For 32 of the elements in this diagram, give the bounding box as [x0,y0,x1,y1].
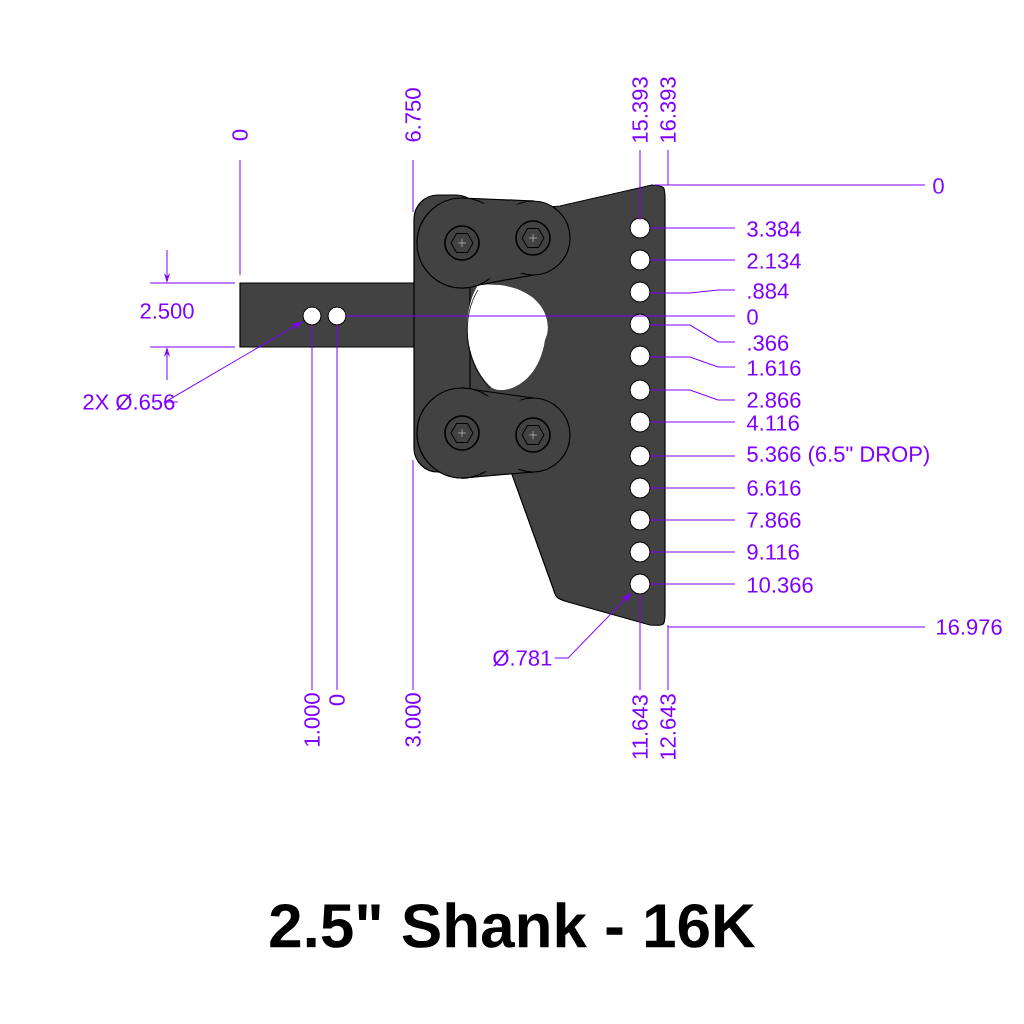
dimension-text: .884 [748,283,789,299]
dimension-text: 11.643 [632,695,648,759]
leader-line [554,593,632,659]
hole [302,306,322,326]
dimension-text: 16.976 [937,619,1002,635]
dimension-text: 2.866 [747,392,801,408]
dimension-text: 5.366 (6.5" DROP) [747,445,929,467]
callout-text: Ø.781 [493,649,552,667]
dimension-text: 12.643 [660,694,676,759]
callout-text: 2X Ø.656 [83,393,175,411]
title: 2.5" Shank - 16K [270,902,756,948]
dimension-text: 3.000 [405,693,421,747]
dimension-text: 1.000 [304,693,320,746]
dimension-text: 0 [747,309,758,325]
dimension-text: 10.366 [748,577,813,593]
dimension-text: 9.116 [747,544,799,560]
dimension-text: .366 [748,335,789,351]
dimension-text: 15.393 [632,77,648,142]
dimension-text: 0 [232,129,248,141]
dimension-text: 6.616 [747,480,801,496]
dimension-text: 0 [329,694,345,706]
dimension-text: 6.750 [405,88,421,142]
dimension-text: 2.134 [747,253,801,269]
dimension-text: 0 [933,178,944,194]
dimension-text: 3.384 [747,221,801,237]
dimension-text: 16.393 [660,77,676,142]
dimension-text: 2.500 [140,303,194,319]
dimension-text: 1.616 [748,360,801,376]
dimension-text: 7.866 [747,512,801,528]
hole [629,573,651,595]
dimension-text: 4.116 [746,415,799,431]
leader-line [164,321,302,403]
